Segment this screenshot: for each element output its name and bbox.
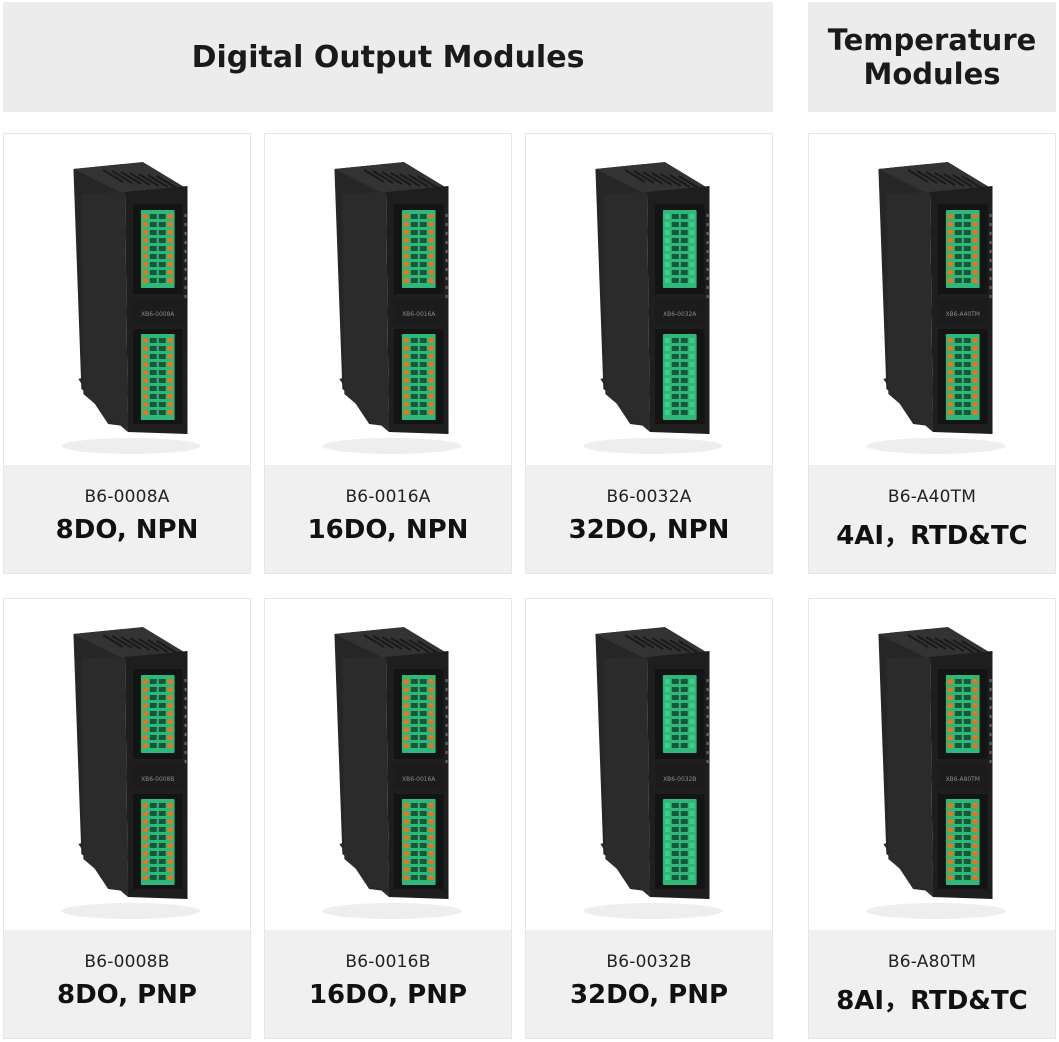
temperature-title-line1: Temperature — [827, 23, 1037, 57]
module-spec: 8DO, NPN — [55, 515, 199, 545]
module-model: B6-0016A — [345, 487, 431, 507]
digital-output-header: Digital Output Modules — [3, 2, 773, 112]
module-caption: B6-0032B 32DO, PNP — [526, 930, 772, 1038]
module-model: B6-0032A — [606, 487, 692, 507]
module-printed-label: XB6-0008B — [141, 776, 174, 783]
module-photo: XB6-0008B — [4, 599, 250, 930]
module-printed-label: XB6-0008A — [141, 311, 175, 318]
module-card[interactable]: XB6-0008B B6-0008B 8DO, PNP — [3, 598, 251, 1039]
module-model: B6-A40TM — [887, 487, 977, 507]
module-card[interactable]: XB6-0016A B6-0016A 16DO, NPN — [264, 133, 512, 574]
module-photo: XB6-0032B — [526, 599, 772, 930]
module-spec: 32DO, PNP — [569, 980, 729, 1010]
module-model: B6-0008B — [84, 952, 170, 972]
module-caption: B6-A40TM 4AI，RTD&TC — [809, 465, 1055, 573]
module-photo: XB6-0008A — [4, 134, 250, 465]
module-printed-label: XB6-A80TM — [946, 776, 980, 783]
module-photo: XB6-A80TM — [809, 599, 1055, 930]
module-caption: B6-0032A 32DO, NPN — [526, 465, 772, 573]
io-module-image: XB6-A80TM — [866, 627, 1006, 919]
module-caption: B6-A80TM 8AI，RTD&TC — [809, 930, 1055, 1038]
module-photo: XB6-0016A — [265, 599, 511, 930]
module-caption: B6-0016B 16DO, PNP — [265, 930, 511, 1038]
io-module-image: XB6-A40TM — [866, 162, 1006, 454]
module-card[interactable]: XB6-0032A B6-0032A 32DO, NPN — [525, 133, 773, 574]
module-model: B6-0032B — [606, 952, 692, 972]
module-printed-label: XB6-0016A — [402, 311, 436, 318]
module-model: B6-0008A — [84, 487, 170, 507]
module-spec: 8DO, PNP — [56, 980, 197, 1010]
module-spec: 16DO, NPN — [307, 515, 469, 545]
module-photo: XB6-0016A — [265, 134, 511, 465]
io-module-image: XB6-0032B — [583, 627, 723, 919]
temperature-title-line2: Modules — [863, 57, 1001, 91]
module-card[interactable]: XB6-0008A B6-0008A 8DO, NPN — [3, 133, 251, 574]
module-card[interactable]: XB6-0016A B6-0016B 16DO, PNP — [264, 598, 512, 1039]
module-printed-label: XB6-A40TM — [946, 311, 980, 318]
module-card[interactable]: XB6-0032B B6-0032B 32DO, PNP — [525, 598, 773, 1039]
module-caption: B6-0008A 8DO, NPN — [4, 465, 250, 573]
module-card[interactable]: XB6-A80TM B6-A80TM 8AI，RTD&TC — [808, 598, 1056, 1039]
module-spec: 8AI，RTD&TC — [836, 986, 1028, 1016]
module-spec: 32DO, NPN — [568, 515, 730, 545]
module-model: B6-A80TM — [887, 952, 977, 972]
io-module-image: XB6-0016A — [322, 162, 462, 454]
module-card[interactable]: XB6-A40TM B6-A40TM 4AI，RTD&TC — [808, 133, 1056, 574]
module-spec: 16DO, PNP — [308, 980, 468, 1010]
digital-output-title: Digital Output Modules — [191, 39, 585, 75]
io-module-image: XB6-0016A — [322, 627, 462, 919]
module-spec: 4AI，RTD&TC — [836, 521, 1028, 551]
module-photo: XB6-A40TM — [809, 134, 1055, 465]
temperature-header: Temperature Modules — [808, 2, 1056, 112]
io-module-image: XB6-0008B — [61, 627, 201, 919]
module-caption: B6-0016A 16DO, NPN — [265, 465, 511, 573]
module-printed-label: XB6-0032B — [663, 776, 696, 783]
module-photo: XB6-0032A — [526, 134, 772, 465]
io-module-image: XB6-0032A — [583, 162, 723, 454]
module-model: B6-0016B — [345, 952, 431, 972]
module-caption: B6-0008B 8DO, PNP — [4, 930, 250, 1038]
io-module-image: XB6-0008A — [61, 162, 201, 454]
module-printed-label: XB6-0032A — [663, 311, 697, 318]
module-printed-label: XB6-0016A — [402, 776, 436, 783]
